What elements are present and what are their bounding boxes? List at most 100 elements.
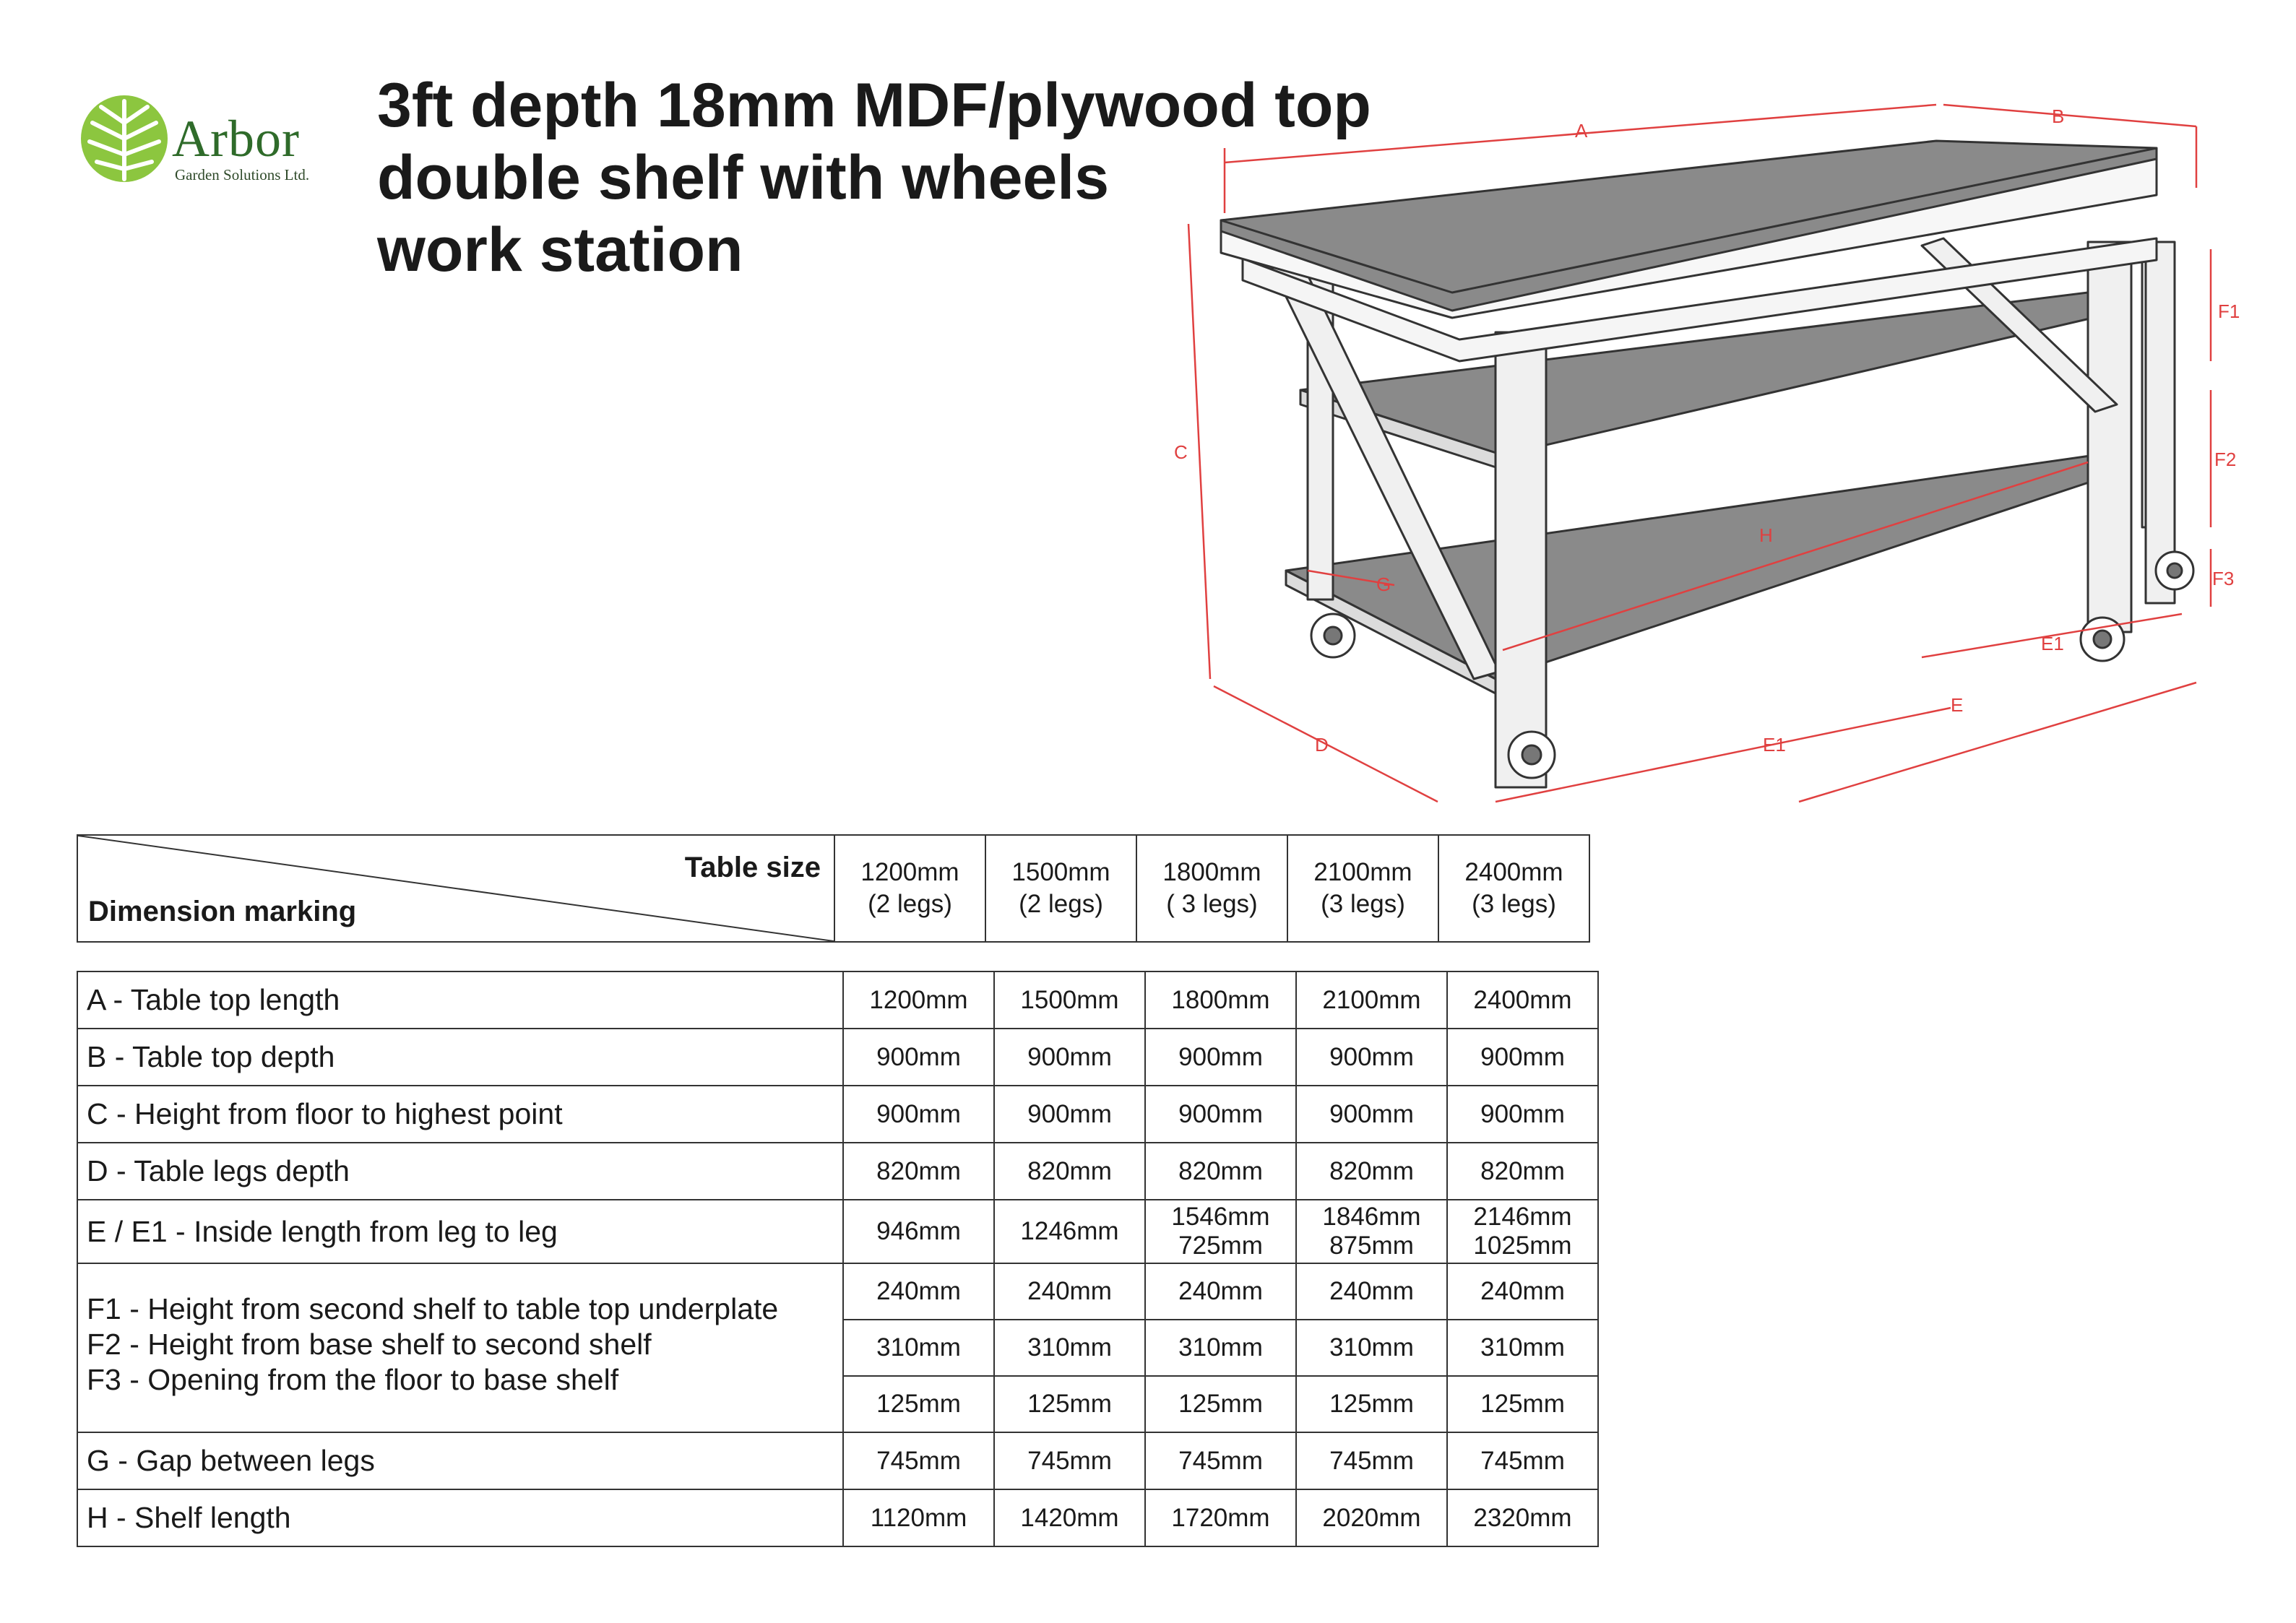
cell: 946mm xyxy=(842,1199,995,1264)
cell: 820mm xyxy=(1144,1142,1297,1200)
dim-label-a: A xyxy=(1575,120,1588,142)
cell: 1246mm xyxy=(993,1199,1146,1264)
dimension-marking-label: Dimension marking xyxy=(88,896,357,927)
page-title: 3ft depth 18mm MDF/plywood top double sh… xyxy=(377,69,1461,286)
cell: 900mm xyxy=(1144,1085,1297,1143)
cell: 900mm xyxy=(1144,1028,1297,1086)
cell: 745mm xyxy=(1446,1432,1599,1490)
cell: 240mm xyxy=(1446,1263,1599,1320)
cell: 820mm xyxy=(993,1142,1146,1200)
cell: 2400mm xyxy=(1446,971,1599,1029)
cell: 820mm xyxy=(1446,1142,1599,1200)
dim-label-d: D xyxy=(1315,734,1329,756)
header-corner-cell: Table size Dimension marking xyxy=(77,834,835,943)
dim-label-c: C xyxy=(1174,441,1188,463)
brand-name: Arbor xyxy=(172,110,300,168)
cell: 2100mm xyxy=(1295,971,1448,1029)
dim-label-e1-back: E1 xyxy=(2041,633,2064,654)
row-label-g: G - Gap between legs xyxy=(77,1432,844,1490)
cell: 240mm xyxy=(1144,1263,1297,1320)
row-label-b: B - Table top depth xyxy=(77,1028,844,1086)
cell: 900mm xyxy=(1446,1028,1599,1086)
cell: 820mm xyxy=(1295,1142,1448,1200)
size-header-table: Table size Dimension marking 1200mm(2 le… xyxy=(77,834,1590,943)
cell: 2020mm xyxy=(1295,1489,1448,1547)
workbench-diagram: A B C D E E1 E1 F1 F2 F3 G H xyxy=(1174,103,2240,803)
cell: 1420mm xyxy=(993,1489,1146,1547)
dim-label-g: G xyxy=(1376,574,1391,595)
table-row: H - Shelf length 1120mm 1420mm 1720mm 20… xyxy=(77,1489,1599,1547)
cell: 310mm xyxy=(842,1319,995,1377)
table-row: F1 - Height from second shelf to table t… xyxy=(77,1263,1599,1433)
table-row: E / E1 - Inside length from leg to leg 9… xyxy=(77,1199,1599,1264)
cell: 240mm xyxy=(842,1263,995,1320)
title-line-1: 3ft depth 18mm MDF/plywood top xyxy=(377,71,1371,140)
row-label-f1: F1 - Height from second shelf to table t… xyxy=(87,1292,779,1325)
dim-label-e1-front: E1 xyxy=(1763,734,1786,756)
dim-label-f2: F2 xyxy=(2214,449,2236,470)
cell: 900mm xyxy=(993,1028,1146,1086)
table-row: C - Height from floor to highest point 9… xyxy=(77,1085,1599,1143)
cell: 2320mm xyxy=(1446,1489,1599,1547)
cell: 900mm xyxy=(1446,1085,1599,1143)
size-header-1200: 1200mm(2 legs) xyxy=(834,834,986,943)
cell: 900mm xyxy=(842,1085,995,1143)
brand-subtitle: Garden Solutions Ltd. xyxy=(175,166,310,183)
cell: 745mm xyxy=(993,1432,1146,1490)
cell: 1200mm xyxy=(842,971,995,1029)
dimension-table: A - Table top length 1200mm 1500mm 1800m… xyxy=(77,971,1599,1547)
brand-logo: Arbor Garden Solutions Ltd. xyxy=(79,94,340,188)
cell: 310mm xyxy=(1446,1319,1599,1377)
table-row: G - Gap between legs 745mm 745mm 745mm 7… xyxy=(77,1432,1599,1490)
table-row: 310mm 310mm 310mm 310mm 310mm xyxy=(77,1319,1599,1377)
cell: 240mm xyxy=(1295,1263,1448,1320)
cell: 125mm xyxy=(842,1375,995,1433)
dim-label-h: H xyxy=(1759,524,1773,546)
table-row: A - Table top length 1200mm 1500mm 1800m… xyxy=(77,971,1599,1029)
table-size-label: Table size xyxy=(684,852,821,883)
diagonal-divider xyxy=(78,836,834,941)
row-label-d: D - Table legs depth xyxy=(77,1142,844,1200)
cell: 310mm xyxy=(993,1319,1146,1377)
row-label-c: C - Height from floor to highest point xyxy=(77,1085,844,1143)
cell: 900mm xyxy=(842,1028,995,1086)
dim-label-f1: F1 xyxy=(2218,300,2240,322)
size-header-1500: 1500mm(2 legs) xyxy=(985,834,1137,943)
table-row: B - Table top depth 900mm 900mm 900mm 90… xyxy=(77,1028,1599,1086)
row-label-e: E / E1 - Inside length from leg to leg xyxy=(77,1199,844,1264)
table-row: D - Table legs depth 820mm 820mm 820mm 8… xyxy=(77,1142,1599,1200)
row-label-f-group: F1 - Height from second shelf to table t… xyxy=(77,1263,844,1433)
cell: 745mm xyxy=(1144,1432,1297,1490)
cell: 310mm xyxy=(1295,1319,1448,1377)
size-header-2400: 2400mm(3 legs) xyxy=(1438,834,1590,943)
table-row: 125mm 125mm 125mm 125mm 125mm xyxy=(77,1375,1599,1433)
cell: 900mm xyxy=(1295,1085,1448,1143)
cell: 900mm xyxy=(993,1085,1146,1143)
title-line-2: double shelf with wheels xyxy=(377,143,1110,212)
size-header-1800: 1800mm( 3 legs) xyxy=(1136,834,1288,943)
cell: 1720mm xyxy=(1144,1489,1297,1547)
title-line-3: work station xyxy=(377,215,743,285)
cell: 125mm xyxy=(1144,1375,1297,1433)
cell: 125mm xyxy=(993,1375,1146,1433)
cell: 900mm xyxy=(1295,1028,1448,1086)
cell: 820mm xyxy=(842,1142,995,1200)
row-label-f2: F2 - Height from base shelf to second sh… xyxy=(87,1328,652,1361)
cell: 1120mm xyxy=(842,1489,995,1547)
cell: 1800mm xyxy=(1144,971,1297,1029)
row-label-a: A - Table top length xyxy=(77,971,844,1029)
row-label-h: H - Shelf length xyxy=(77,1489,844,1547)
cell: 1500mm xyxy=(993,971,1146,1029)
dim-label-f3: F3 xyxy=(2212,568,2234,589)
cell: 125mm xyxy=(1446,1375,1599,1433)
cell: 240mm xyxy=(993,1263,1146,1320)
size-header-2100: 2100mm(3 legs) xyxy=(1287,834,1439,943)
dim-label-b: B xyxy=(2052,105,2064,127)
dim-label-e: E xyxy=(1951,694,1963,716)
cell: 745mm xyxy=(1295,1432,1448,1490)
cell: 745mm xyxy=(842,1432,995,1490)
cell: 125mm xyxy=(1295,1375,1448,1433)
